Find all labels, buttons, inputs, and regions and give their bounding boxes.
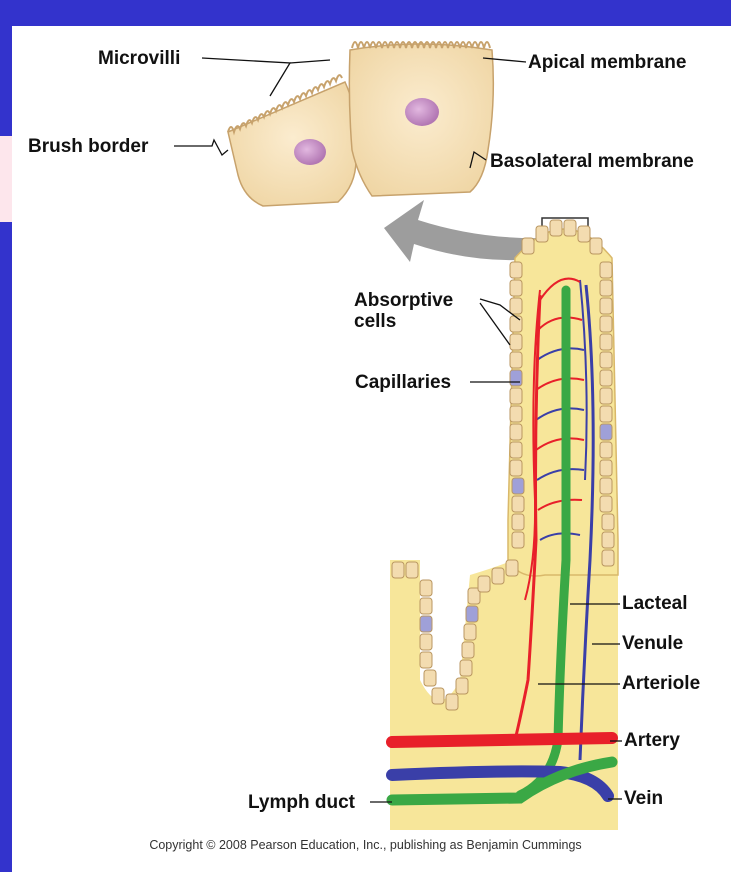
label-lymph-duct: Lymph duct [248,792,355,813]
label-absorptive-cells: Absorptive cells [354,290,453,332]
label-microvilli: Microvilli [98,48,180,69]
nucleus-right [405,98,439,126]
label-lacteal: Lacteal [622,593,687,614]
villus-epithelium-right [600,262,614,566]
label-capillaries: Capillaries [355,372,451,393]
label-basolateral-membrane: Basolateral membrane [490,151,694,172]
label-arteriole: Arteriole [622,673,700,694]
label-vein: Vein [624,788,663,809]
label-venule: Venule [622,633,683,654]
artery-vessel [392,738,612,742]
label-apical-membrane: Apical membrane [528,52,686,73]
nucleus-left [294,139,326,165]
enlarged-cell-right [349,42,493,196]
copyright-note: Copyright © 2008 Pearson Education, Inc.… [0,838,731,852]
label-artery: Artery [624,730,680,751]
label-brush-border: Brush border [28,136,148,157]
enlarged-cell-left [228,75,358,206]
